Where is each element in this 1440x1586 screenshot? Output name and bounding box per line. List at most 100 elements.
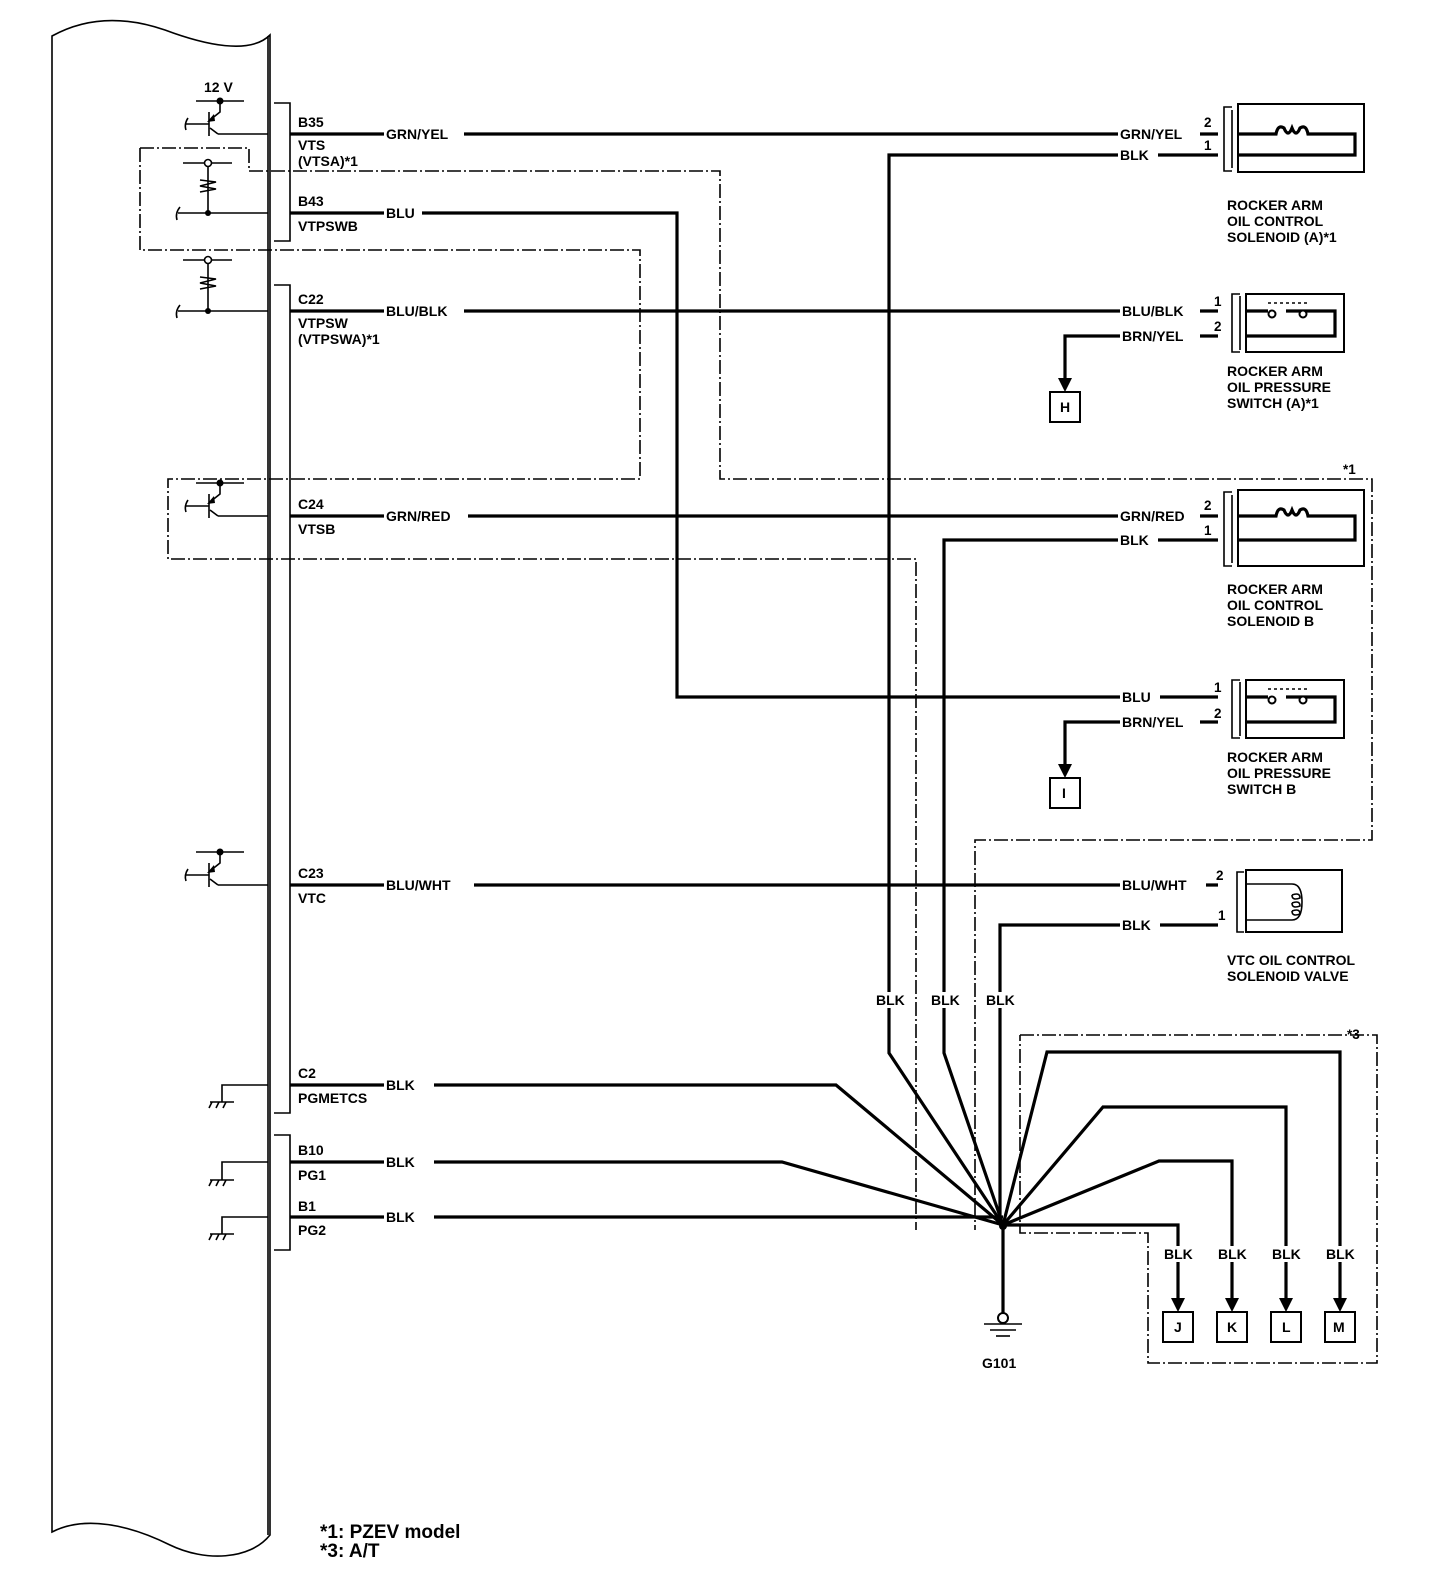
wire-color-label: BLK — [1120, 532, 1149, 548]
terminal-alt-name: (VTSA)*1 — [298, 153, 358, 169]
terminal-name: PGMETCS — [298, 1090, 367, 1106]
terminal-name: VTPSWB — [298, 218, 358, 234]
pzev-dash-box-b43 — [140, 147, 1373, 1230]
footnote: *3: A/T — [320, 1541, 380, 1562]
component-name: OIL PRESSURE — [1227, 765, 1331, 781]
component-name: VTC OIL CONTROL — [1227, 952, 1356, 968]
pressure-switch-b-symbol — [1231, 679, 1345, 739]
component-name: ROCKER ARM — [1227, 581, 1323, 597]
resistor-vtpswb — [175, 158, 268, 221]
wire-blk-b10 — [290, 1160, 1004, 1227]
wire-color-label: BLU/WHT — [1122, 877, 1187, 893]
wire-color-label: GRN/YEL — [1120, 126, 1183, 142]
terminal-name: VTS — [298, 137, 325, 153]
pin-number: 2 — [1214, 706, 1222, 721]
wire-color-label: BLK — [876, 992, 905, 1008]
pin-label: B43 — [298, 193, 324, 209]
pressure-switch-a-symbol — [1231, 293, 1345, 353]
ground-symbol-g101 — [984, 1312, 1022, 1337]
chassis-ground-c2 — [208, 1084, 268, 1109]
pin-label: C2 — [298, 1065, 316, 1081]
resistor-vtpsw — [175, 255, 268, 319]
connector-box-h — [1049, 391, 1081, 423]
component-name: SOLENOID B — [1227, 613, 1314, 629]
component-name: ROCKER ARM — [1227, 363, 1323, 379]
connector-box-l — [1270, 1311, 1302, 1343]
ground-label: G101 — [982, 1355, 1016, 1371]
component-name: OIL CONTROL — [1227, 213, 1324, 229]
wire-color-label: BLK — [1164, 1246, 1193, 1262]
wire-blk-solenoid-a — [887, 153, 1218, 1226]
connector-box-m — [1324, 1311, 1356, 1343]
component-name: SOLENOID VALVE — [1227, 968, 1349, 984]
footnote: *1: PZEV model — [320, 1522, 460, 1543]
connector-letter: I — [1062, 785, 1066, 801]
wire-color-label: BLK — [386, 1077, 415, 1093]
connector-box-j — [1162, 1311, 1194, 1343]
wire-color-label: BLU/BLK — [386, 303, 447, 319]
connector-letter: J — [1174, 1319, 1182, 1335]
pzev-group-mark: *1 — [1343, 462, 1356, 477]
pin-number: 2 — [1204, 498, 1212, 513]
component-name: ROCKER ARM — [1227, 197, 1323, 213]
pin-number: 1 — [1214, 294, 1222, 309]
pin-label: B35 — [298, 114, 324, 130]
wire-color-label: BLU/WHT — [386, 877, 451, 893]
component-name: SOLENOID (A)*1 — [1227, 229, 1337, 245]
wire-blu-b43 — [290, 211, 1218, 699]
terminal-name: PG2 — [298, 1222, 326, 1238]
pin-label: C24 — [298, 496, 324, 512]
connector-box-i — [1049, 777, 1081, 809]
wire-color-label: BLK — [1272, 1246, 1301, 1262]
chassis-ground-b10 — [208, 1161, 268, 1187]
connector-letter: K — [1227, 1319, 1237, 1335]
pzev-dash-box-b43-left — [139, 148, 917, 1230]
connector-bracket-c — [274, 284, 291, 1114]
pin-number: 2 — [1216, 868, 1224, 883]
at-group-mark: *3 — [1347, 1027, 1360, 1042]
wire-color-label: GRN/RED — [1120, 508, 1185, 524]
wire-color-label: BRN/YEL — [1122, 328, 1184, 344]
wire-color-label: BLK — [986, 992, 1015, 1008]
wire-color-label: GRN/YEL — [386, 126, 449, 142]
terminal-alt-name: (VTPSWA)*1 — [298, 331, 380, 347]
pin-label: B1 — [298, 1198, 316, 1214]
wire-color-label: BLK — [386, 1209, 415, 1225]
connector-bracket-b-lower — [274, 1134, 291, 1251]
wire-color-label: BLK — [386, 1154, 415, 1170]
pin-label: B10 — [298, 1142, 324, 1158]
pin-label: C22 — [298, 291, 324, 307]
wire-blk-m — [1001, 1050, 1342, 1300]
component-name: SWITCH (A)*1 — [1227, 395, 1319, 411]
component-name: SWITCH B — [1227, 781, 1296, 797]
terminal-name: VTPSW — [298, 315, 349, 331]
component-name: OIL CONTROL — [1227, 597, 1324, 613]
pin-number: 2 — [1214, 319, 1222, 334]
wire-blk-solenoid-b — [942, 538, 1218, 1226]
supply-voltage-label: 12 V — [204, 79, 233, 95]
pin-number: 1 — [1204, 138, 1212, 153]
wire-color-label: BLK — [1122, 917, 1151, 933]
component-name: ROCKER ARM — [1227, 749, 1323, 765]
pin-number: 1 — [1204, 523, 1212, 538]
wire-color-label: BRN/YEL — [1122, 714, 1184, 730]
wire-blk-j — [1003, 1223, 1180, 1300]
ecm-body-outline — [51, 19, 271, 1557]
wire-color-label: BLK — [1218, 1246, 1247, 1262]
terminal-name: VTC — [298, 890, 326, 906]
wire-blk-c2 — [290, 1083, 1005, 1227]
wire-color-label: BLU — [1122, 689, 1151, 705]
transistor-vtsb — [184, 479, 268, 518]
at-dash-box — [1019, 1034, 1378, 1364]
wire-color-label: BLK — [1120, 147, 1149, 163]
pin-number: 1 — [1218, 908, 1226, 923]
wire-blk-l — [1001, 1105, 1288, 1300]
wire-blk-k — [1002, 1159, 1234, 1300]
pin-number: 1 — [1214, 680, 1222, 695]
pin-number: 2 — [1204, 115, 1212, 130]
connector-letter: M — [1333, 1319, 1345, 1335]
chassis-ground-b1 — [208, 1216, 268, 1241]
wire-color-label: BLU — [386, 205, 415, 221]
pin-label: C23 — [298, 865, 324, 881]
